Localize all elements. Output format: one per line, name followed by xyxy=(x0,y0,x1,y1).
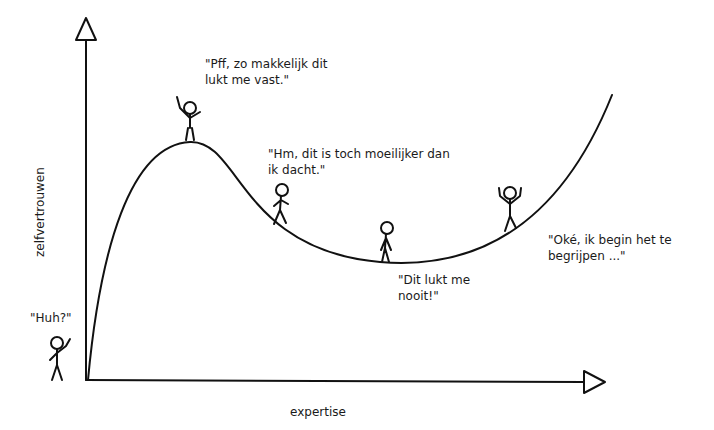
speech-text: "Dit lukt me nooit!" xyxy=(398,272,480,304)
stick-figure xyxy=(177,97,200,140)
axis-label: zelfvertrouwen xyxy=(32,167,48,257)
stick-figure xyxy=(381,222,393,262)
x-axis xyxy=(86,380,584,382)
confidence-curve xyxy=(88,95,612,380)
stick-figure xyxy=(50,337,70,380)
stick-figure xyxy=(274,184,288,224)
speech-text: "Hm, dit is toch moeilijker dan ik dacht… xyxy=(268,146,453,178)
axis-label: expertise xyxy=(290,404,346,420)
stick-figure xyxy=(499,187,521,231)
speech-text: "Pff, zo makkelijk dit lukt me vast." xyxy=(205,56,345,88)
speech-text: "Oké, ik begin het te begrijpen ..." xyxy=(548,232,708,264)
axis-arrowhead xyxy=(584,371,605,393)
y-axis xyxy=(85,40,87,380)
speech-text: "Huh?" xyxy=(30,310,72,326)
axis-arrowhead xyxy=(76,18,96,40)
